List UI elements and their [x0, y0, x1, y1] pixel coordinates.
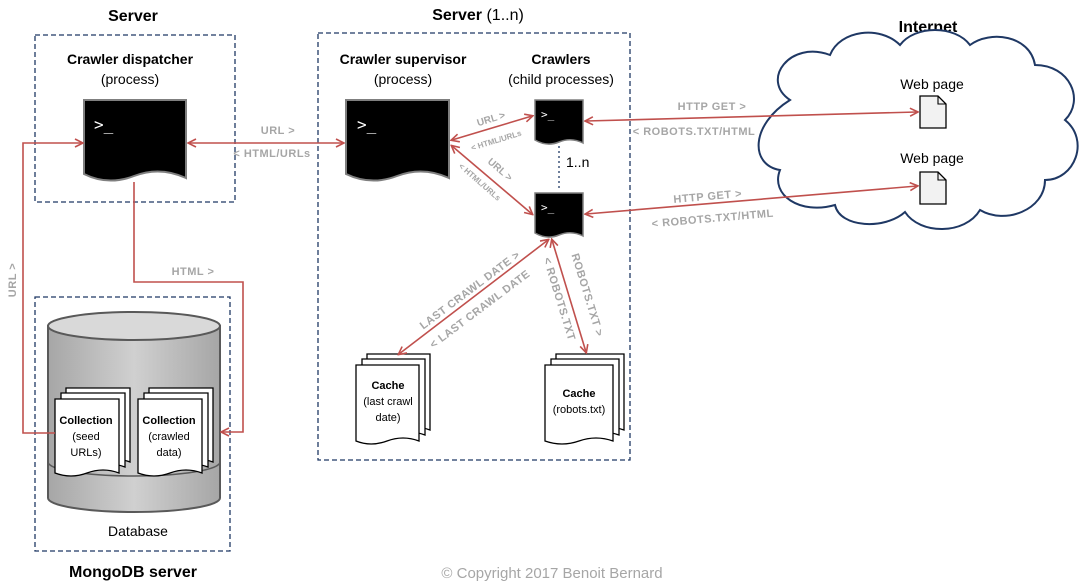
- collection-seed-document-icon: [54, 387, 131, 477]
- web-page-1-label: Web page: [900, 76, 964, 92]
- collection-seed-line2: URLs): [70, 447, 101, 459]
- collection-seed-line1: (seed: [72, 431, 100, 443]
- collection-crawled-line2: data): [156, 447, 181, 459]
- crawlers-title: Crawlers: [531, 51, 590, 67]
- web-page-2-document-icon: [919, 171, 947, 205]
- collection-crawled-document-icon: [137, 387, 214, 477]
- supervisor-crawler1-fwd-label: URL >: [476, 110, 507, 129]
- crawler2-webpage2-arrow: [586, 186, 917, 214]
- dispatcher-server-title: Server: [108, 8, 158, 25]
- cache-crawl-document-icon: [355, 353, 431, 445]
- supervisor-title: Crawler supervisor: [340, 51, 467, 67]
- supervisor-crawler2-fwd-label: URL >: [485, 156, 514, 183]
- dispatcher-prompt: >_: [94, 115, 114, 134]
- supervisor-prompt: >_: [357, 115, 377, 134]
- crawl-server-title: Server (1..n): [432, 7, 524, 24]
- copyright-text: © Copyright 2017 Benoit Bernard: [441, 565, 662, 582]
- supervisor-terminal-icon: >_: [345, 99, 450, 182]
- supervisor-subtitle: (process): [374, 71, 432, 87]
- dispatcher-subtitle: (process): [101, 71, 159, 87]
- db-to-dispatcher-label: URL >: [7, 263, 19, 297]
- crawler1-web-fwd-label: HTTP GET >: [678, 101, 747, 113]
- mongodb-server-box: [34, 296, 231, 552]
- cache-crawl-line1: (last crawl: [363, 396, 413, 408]
- web-page-2-label: Web page: [900, 150, 964, 166]
- crawlers-subtitle: (child processes): [508, 71, 614, 87]
- crawler-1-prompt: >_: [541, 108, 555, 121]
- supervisor-crawler2-arrow: [452, 146, 532, 214]
- collection-seed-title: Collection: [59, 415, 112, 427]
- cache-robots-line1: (robots.txt): [553, 404, 606, 416]
- dispatcher-title: Crawler dispatcher: [67, 51, 194, 67]
- crawler1-web-back-label: < ROBOTS.TXT/HTML: [633, 126, 755, 138]
- crawler2-web-back-label: < ROBOTS.TXT/HTML: [651, 208, 774, 231]
- dispatcher-supervisor-fwd-label: URL >: [261, 125, 295, 137]
- dispatcher-to-db-label: HTML >: [172, 266, 215, 278]
- dispatcher-supervisor-back-label: < HTML/URLs: [233, 148, 310, 160]
- crawler-2-terminal-icon: >_: [534, 192, 584, 238]
- crawler1-webpage1-arrow: [586, 112, 917, 121]
- cache-crawl-title: Cache: [371, 380, 404, 392]
- cache-robots-document-icon: [544, 353, 625, 445]
- dispatcher-to-collection-arrow: [133, 182, 244, 432]
- crawler-robots-back-label: < ROBOTS.TXT: [541, 256, 578, 342]
- mongodb-server-title: MongoDB server: [69, 564, 197, 581]
- crawler-cache-robots-arrow: [552, 240, 586, 352]
- cache-crawl-line2: date): [375, 412, 400, 424]
- internet-cloud-icon: [757, 29, 1079, 230]
- crawler-count-label: 1..n: [566, 154, 589, 170]
- crawler-1-terminal-icon: >_: [534, 99, 584, 145]
- collection-to-dispatcher-arrow: [22, 143, 82, 434]
- crawler2-web-fwd-label: HTTP GET >: [673, 188, 742, 206]
- crawler-2-prompt: >_: [541, 201, 555, 214]
- collection-crawled-line1: (crawled: [148, 431, 190, 443]
- collection-crawled-title: Collection: [142, 415, 195, 427]
- cache-robots-title: Cache: [562, 388, 595, 400]
- supervisor-crawler1-arrow: [452, 116, 532, 140]
- crawl-server-box: [317, 32, 631, 461]
- dispatcher-terminal-icon: >_: [83, 99, 187, 182]
- dispatcher-server-box: [34, 34, 236, 203]
- crawler-cache-crawl-arrow: [399, 240, 548, 354]
- web-page-1-document-icon: [919, 95, 947, 129]
- database-label: Database: [108, 523, 168, 539]
